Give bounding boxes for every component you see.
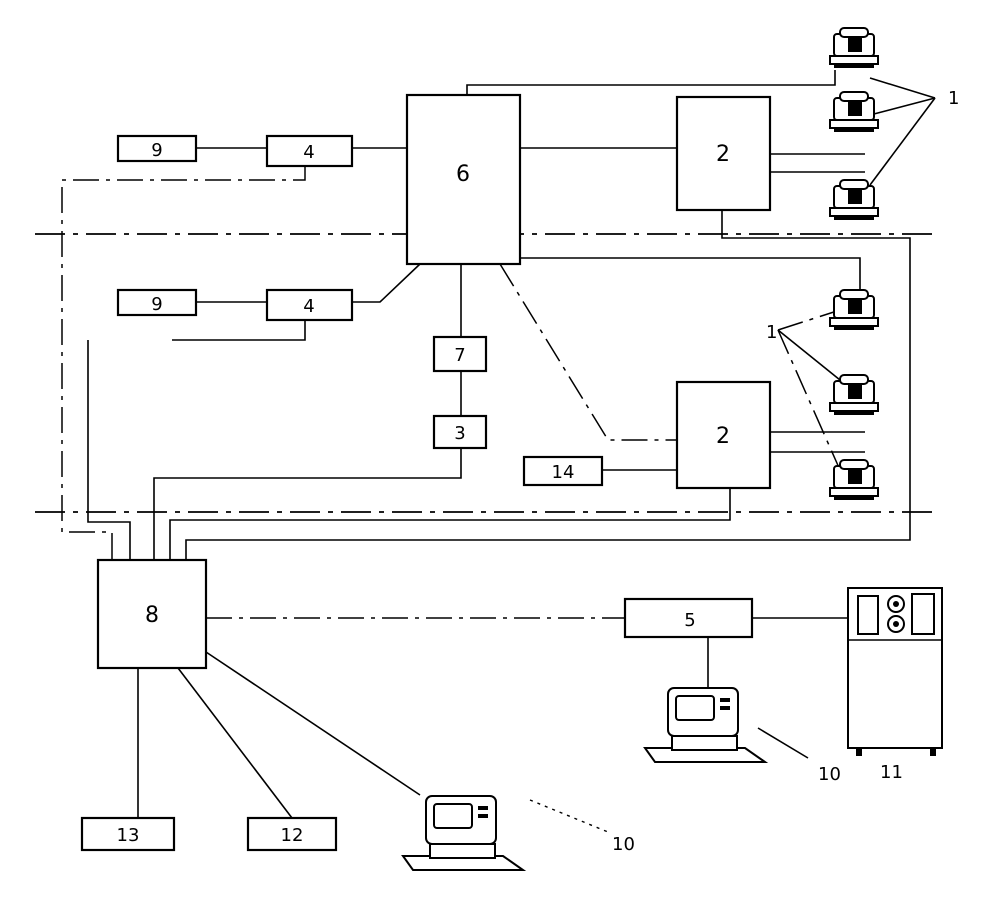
node-14: 14	[524, 457, 602, 485]
telephone-icon	[830, 290, 878, 330]
telephone-group-bottom	[830, 290, 878, 500]
node-2-top: 2	[677, 97, 770, 210]
cabinet-label: 11	[880, 762, 903, 783]
node-9-top: 9	[118, 136, 196, 161]
boundary-lines	[35, 234, 940, 512]
telephone-icon	[830, 460, 878, 500]
telephones-top-label: 1	[948, 88, 959, 109]
computer-terminal-icon	[403, 796, 523, 870]
node-13: 13	[82, 818, 174, 850]
node-7: 7	[434, 337, 486, 371]
computer-terminal-icon	[645, 688, 765, 762]
node-7-label: 7	[454, 345, 465, 366]
terminal-bottom-label: 10	[612, 834, 635, 855]
node-12: 12	[248, 818, 336, 850]
telephone-icon	[830, 92, 878, 132]
node-13-label: 13	[117, 825, 140, 846]
node-12-label: 12	[281, 825, 304, 846]
node-4-top: 4	[267, 136, 352, 166]
node-4-bottom: 4	[267, 290, 352, 320]
node-9-top-label: 9	[151, 140, 162, 161]
terminal-right-label: 10	[818, 764, 841, 785]
node-9-bottom-label: 9	[151, 294, 162, 315]
node-3: 3	[434, 416, 486, 448]
node-6-label: 6	[456, 162, 470, 187]
node-6: 6	[407, 95, 520, 264]
telephone-icon	[830, 28, 878, 68]
node-9-bottom: 9	[118, 290, 196, 315]
node-2-bottom: 2	[677, 382, 770, 488]
node-5: 5	[625, 599, 752, 637]
node-2-top-label: 2	[716, 142, 730, 167]
telephone-icon	[830, 180, 878, 220]
node-4-bottom-label: 4	[303, 296, 314, 317]
node-5-label: 5	[684, 610, 695, 631]
telephone-group-top	[830, 28, 878, 220]
node-4-top-label: 4	[303, 142, 314, 163]
node-8-label: 8	[145, 603, 159, 628]
equipment-cabinet-icon	[848, 588, 942, 756]
telephone-icon	[830, 375, 878, 415]
node-3-label: 3	[454, 423, 465, 444]
telephones-bottom-label: 1	[766, 322, 777, 343]
node-8: 8	[98, 560, 206, 668]
node-2-bottom-label: 2	[716, 424, 730, 449]
node-14-label: 14	[552, 462, 575, 483]
